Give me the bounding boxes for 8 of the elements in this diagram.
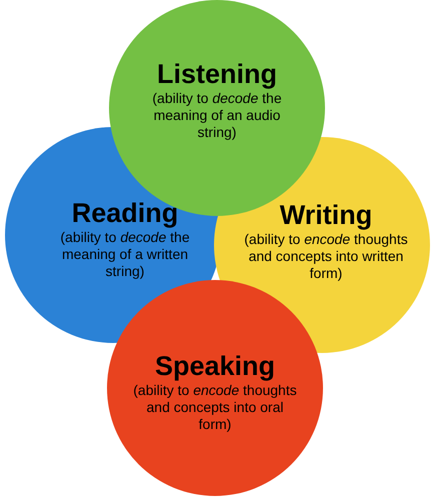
circle-description: (ability to decode the meaning of an audio string) (151, 90, 283, 141)
circle-description: (ability to encode thoughts and concepts into written form) (243, 231, 409, 282)
circle-heading: Reading (72, 197, 178, 229)
circle-description: (ability to encode thoughts and concepts into oral form) (132, 382, 298, 433)
circle-description: (ability to decode the meaning of a written string) (59, 229, 191, 280)
circle-heading: Listening (157, 58, 277, 90)
circle-heading: Writing (280, 199, 372, 231)
circle-heading: Speaking (154, 350, 276, 382)
